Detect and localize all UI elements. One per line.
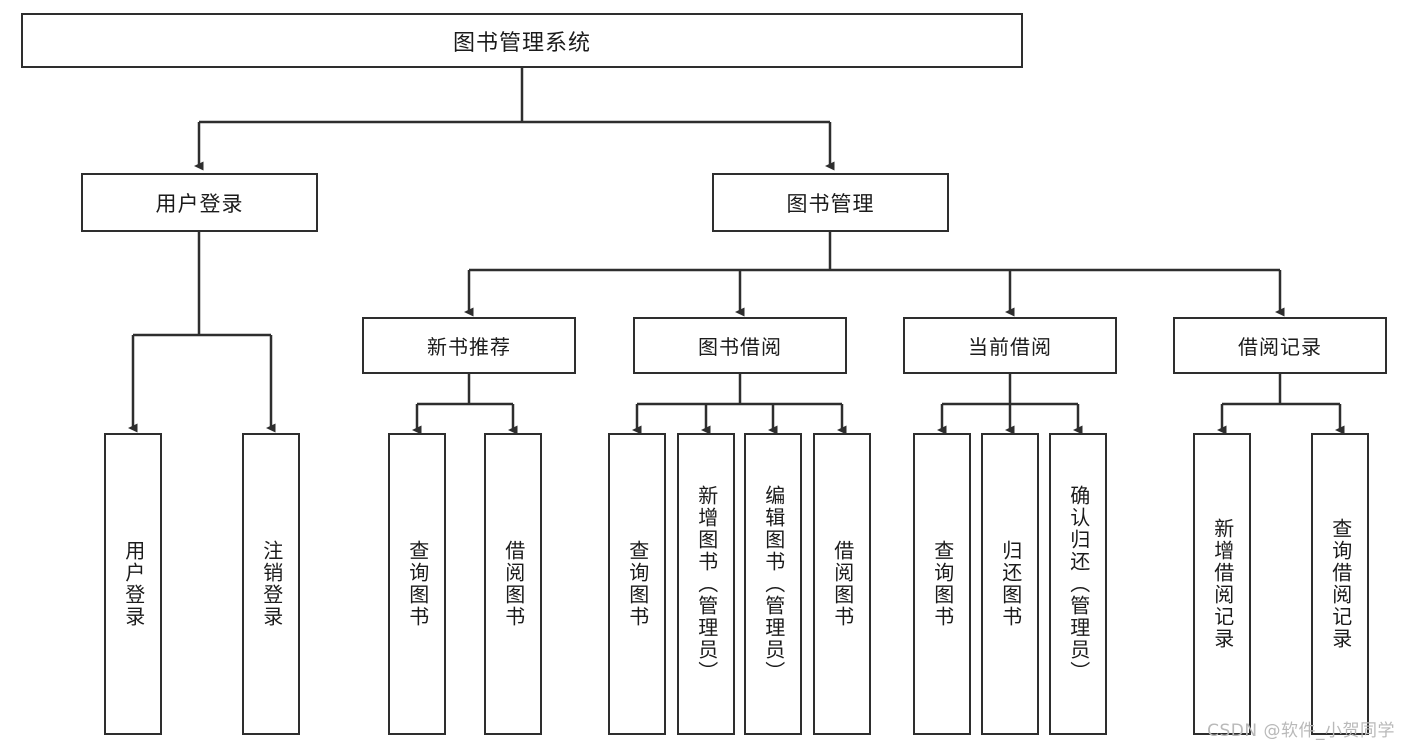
leaf-new-book-borrow-book[interactable]: 借阅图书 — [484, 433, 542, 735]
node-label: 图书借阅 — [698, 335, 782, 359]
node-label: 借阅记录 — [1238, 335, 1322, 359]
leaf-current-borrow-return-book[interactable]: 归还图书 — [981, 433, 1039, 735]
node-book-borrow[interactable]: 图书借阅 — [633, 317, 847, 374]
leaf-new-book-query-book[interactable]: 查询图书 — [388, 433, 446, 735]
node-book-management[interactable]: 图书管理 — [712, 173, 949, 232]
leaf-current-borrow-confirm-return-admin[interactable]: 确认归还（管理员） — [1049, 433, 1107, 735]
node-label: 图书管理 — [786, 191, 875, 216]
leaf-borrow-record-add-record[interactable]: 新增借阅记录 — [1193, 433, 1251, 735]
leaf-book-borrow-edit-book-admin[interactable]: 编辑图书（管理员） — [744, 433, 802, 735]
node-user-login[interactable]: 用户登录 — [81, 173, 318, 232]
node-label: 新书推荐 — [427, 335, 511, 359]
leaf-borrow-record-query-record[interactable]: 查询借阅记录 — [1311, 433, 1369, 735]
node-new-book-recommend[interactable]: 新书推荐 — [362, 317, 576, 374]
leaf-book-borrow-borrow-book[interactable]: 借阅图书 — [813, 433, 871, 735]
node-label: 借阅图书 — [830, 540, 855, 628]
node-label: 确认归还（管理员） — [1066, 485, 1091, 683]
leaf-user-login-logout[interactable]: 注销登录 — [242, 433, 300, 735]
node-label: 图书管理系统 — [452, 30, 591, 56]
node-current-borrow[interactable]: 当前借阅 — [903, 317, 1117, 374]
node-label: 编辑图书（管理员） — [761, 485, 786, 683]
node-label: 查询图书 — [405, 540, 430, 628]
watermark: CSDN @软件_小贺同学 — [1207, 721, 1395, 741]
leaf-current-borrow-query-book[interactable]: 查询图书 — [913, 433, 971, 735]
node-label: 归还图书 — [998, 540, 1023, 628]
node-label: 查询图书 — [930, 540, 955, 628]
node-root-book-management-system[interactable]: 图书管理系统 — [21, 13, 1023, 68]
node-label: 当前借阅 — [968, 335, 1052, 359]
node-borrow-record[interactable]: 借阅记录 — [1173, 317, 1387, 374]
leaf-book-borrow-add-book-admin[interactable]: 新增图书（管理员） — [677, 433, 735, 735]
node-label: 用户登录 — [121, 540, 146, 628]
node-label: 新增借阅记录 — [1210, 518, 1235, 650]
leaf-book-borrow-query-book[interactable]: 查询图书 — [608, 433, 666, 735]
node-label: 注销登录 — [259, 540, 284, 628]
node-label: 借阅图书 — [501, 540, 526, 628]
node-label: 查询图书 — [625, 540, 650, 628]
leaf-user-login-login[interactable]: 用户登录 — [104, 433, 162, 735]
node-label: 查询借阅记录 — [1328, 518, 1353, 650]
node-label: 用户登录 — [155, 191, 244, 216]
node-label: 新增图书（管理员） — [694, 485, 719, 683]
